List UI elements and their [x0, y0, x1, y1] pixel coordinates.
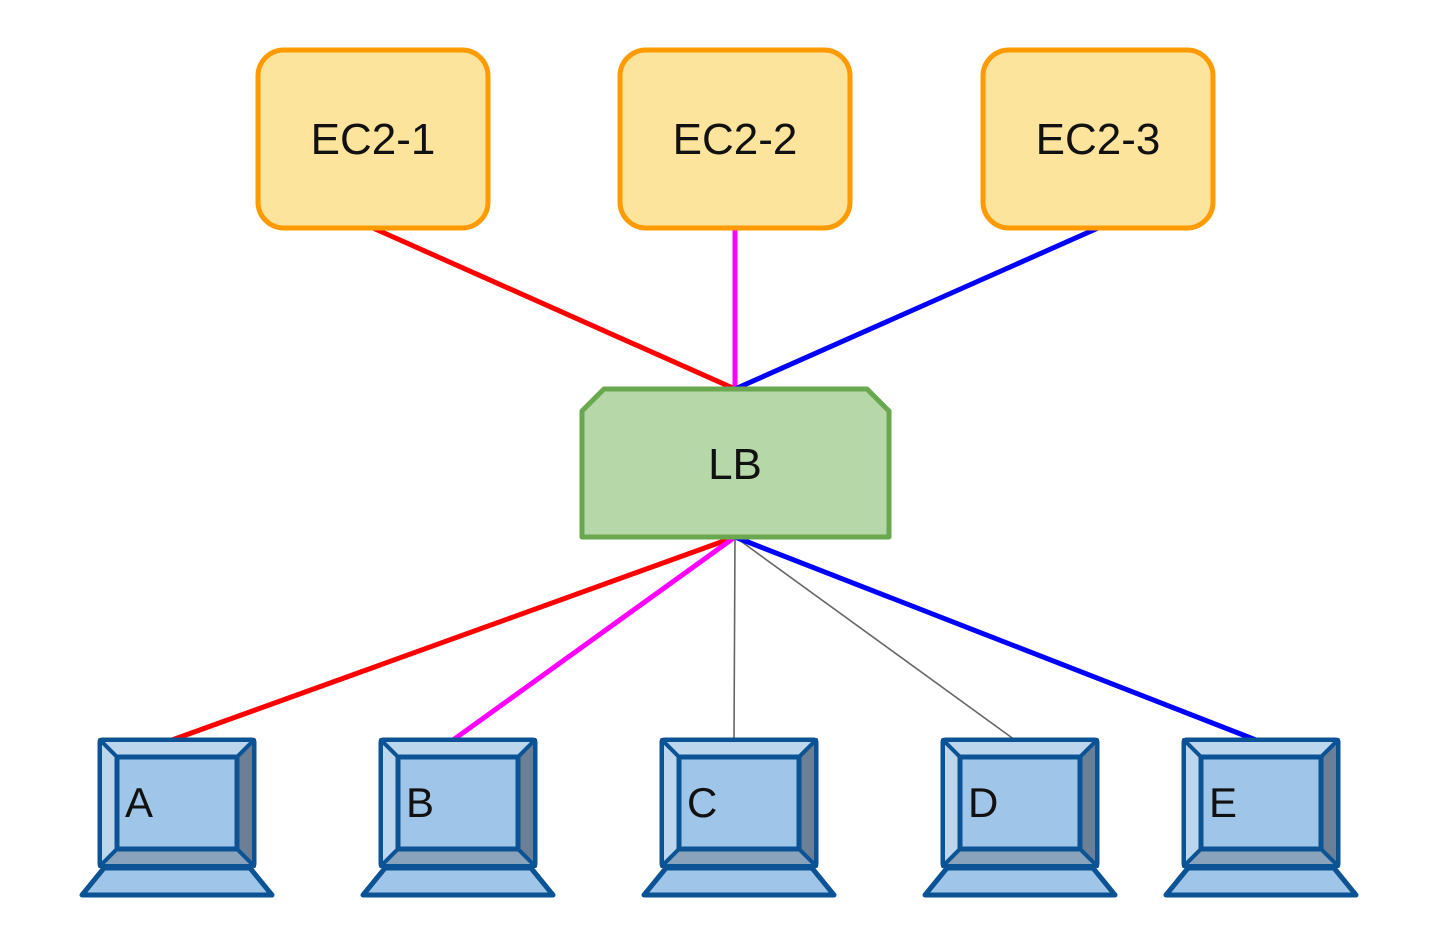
- laptop-bevel-bottom: [660, 847, 818, 868]
- laptop-bevel-right: [1319, 738, 1340, 868]
- links: [171, 225, 1257, 743]
- client-label: B: [406, 779, 434, 826]
- link-ec2-3-lb: [733, 225, 1100, 392]
- laptop-bevel-left: [660, 738, 681, 868]
- laptop-bevel-top: [98, 738, 256, 759]
- clients: A B C D E: [79, 737, 1359, 898]
- laptop-bevel-top: [660, 738, 818, 759]
- client-label: A: [125, 779, 153, 826]
- laptop-screen: [1198, 754, 1324, 852]
- client-label: D: [968, 779, 998, 826]
- client-d[interactable]: D: [922, 737, 1118, 898]
- client-a[interactable]: A: [79, 737, 275, 898]
- laptop-base: [922, 865, 1118, 898]
- laptop-bevel-top: [941, 738, 1099, 759]
- servers: EC2-1 EC2-2 EC2-3: [255, 47, 1216, 231]
- laptop-bevel-top: [379, 738, 537, 759]
- laptop-bevel-right: [516, 738, 537, 868]
- server-ec2-1[interactable]: EC2-1: [255, 47, 491, 231]
- lb-node[interactable]: LB: [579, 386, 892, 540]
- server-box: [980, 47, 1216, 231]
- laptop-bevel-bottom: [1182, 847, 1340, 868]
- link-lb-a: [171, 534, 736, 743]
- link-lb-d: [734, 536, 1016, 741]
- laptop-bevel-left: [379, 738, 400, 868]
- server-label: EC2-2: [673, 115, 798, 164]
- server-ec2-2[interactable]: EC2-2: [617, 47, 853, 231]
- server-box: [255, 47, 491, 231]
- laptop-screen: [114, 754, 240, 852]
- client-label: C: [687, 779, 717, 826]
- link-ec2-1-lb: [371, 225, 737, 392]
- laptop-screen: [957, 754, 1083, 852]
- client-b[interactable]: B: [360, 737, 556, 898]
- server-label: EC2-1: [311, 115, 436, 164]
- lb-box: [579, 386, 892, 540]
- link-lb-b: [451, 534, 737, 743]
- laptop-base: [641, 865, 837, 898]
- laptop-base: [360, 865, 556, 898]
- laptop-screen: [395, 754, 521, 852]
- laptop-bevel-bottom: [379, 847, 537, 868]
- laptop-bevel-left: [1182, 738, 1203, 868]
- laptop-screen: [676, 754, 802, 852]
- laptop-bevel-right: [235, 738, 256, 868]
- laptop-bevel-left: [98, 738, 119, 868]
- laptop-bevel-left: [941, 738, 962, 868]
- laptop-bevel-right: [1078, 738, 1099, 868]
- laptop-bevel-bottom: [98, 847, 256, 868]
- laptop-base: [1163, 865, 1359, 898]
- server-ec2-3[interactable]: EC2-3: [980, 47, 1216, 231]
- laptop-bevel-top: [1182, 738, 1340, 759]
- laptop-base: [79, 865, 275, 898]
- client-c[interactable]: C: [641, 737, 837, 898]
- server-label: EC2-3: [1036, 115, 1161, 164]
- link-lb-e: [734, 534, 1257, 743]
- laptop-bevel-bottom: [941, 847, 1099, 868]
- server-box: [617, 47, 853, 231]
- client-label: E: [1209, 779, 1237, 826]
- lb-label: LB: [708, 440, 762, 489]
- client-e[interactable]: E: [1163, 737, 1359, 898]
- link-lb-c: [733, 536, 736, 741]
- laptop-bevel-right: [797, 738, 818, 868]
- load-balancer: LB: [579, 386, 892, 540]
